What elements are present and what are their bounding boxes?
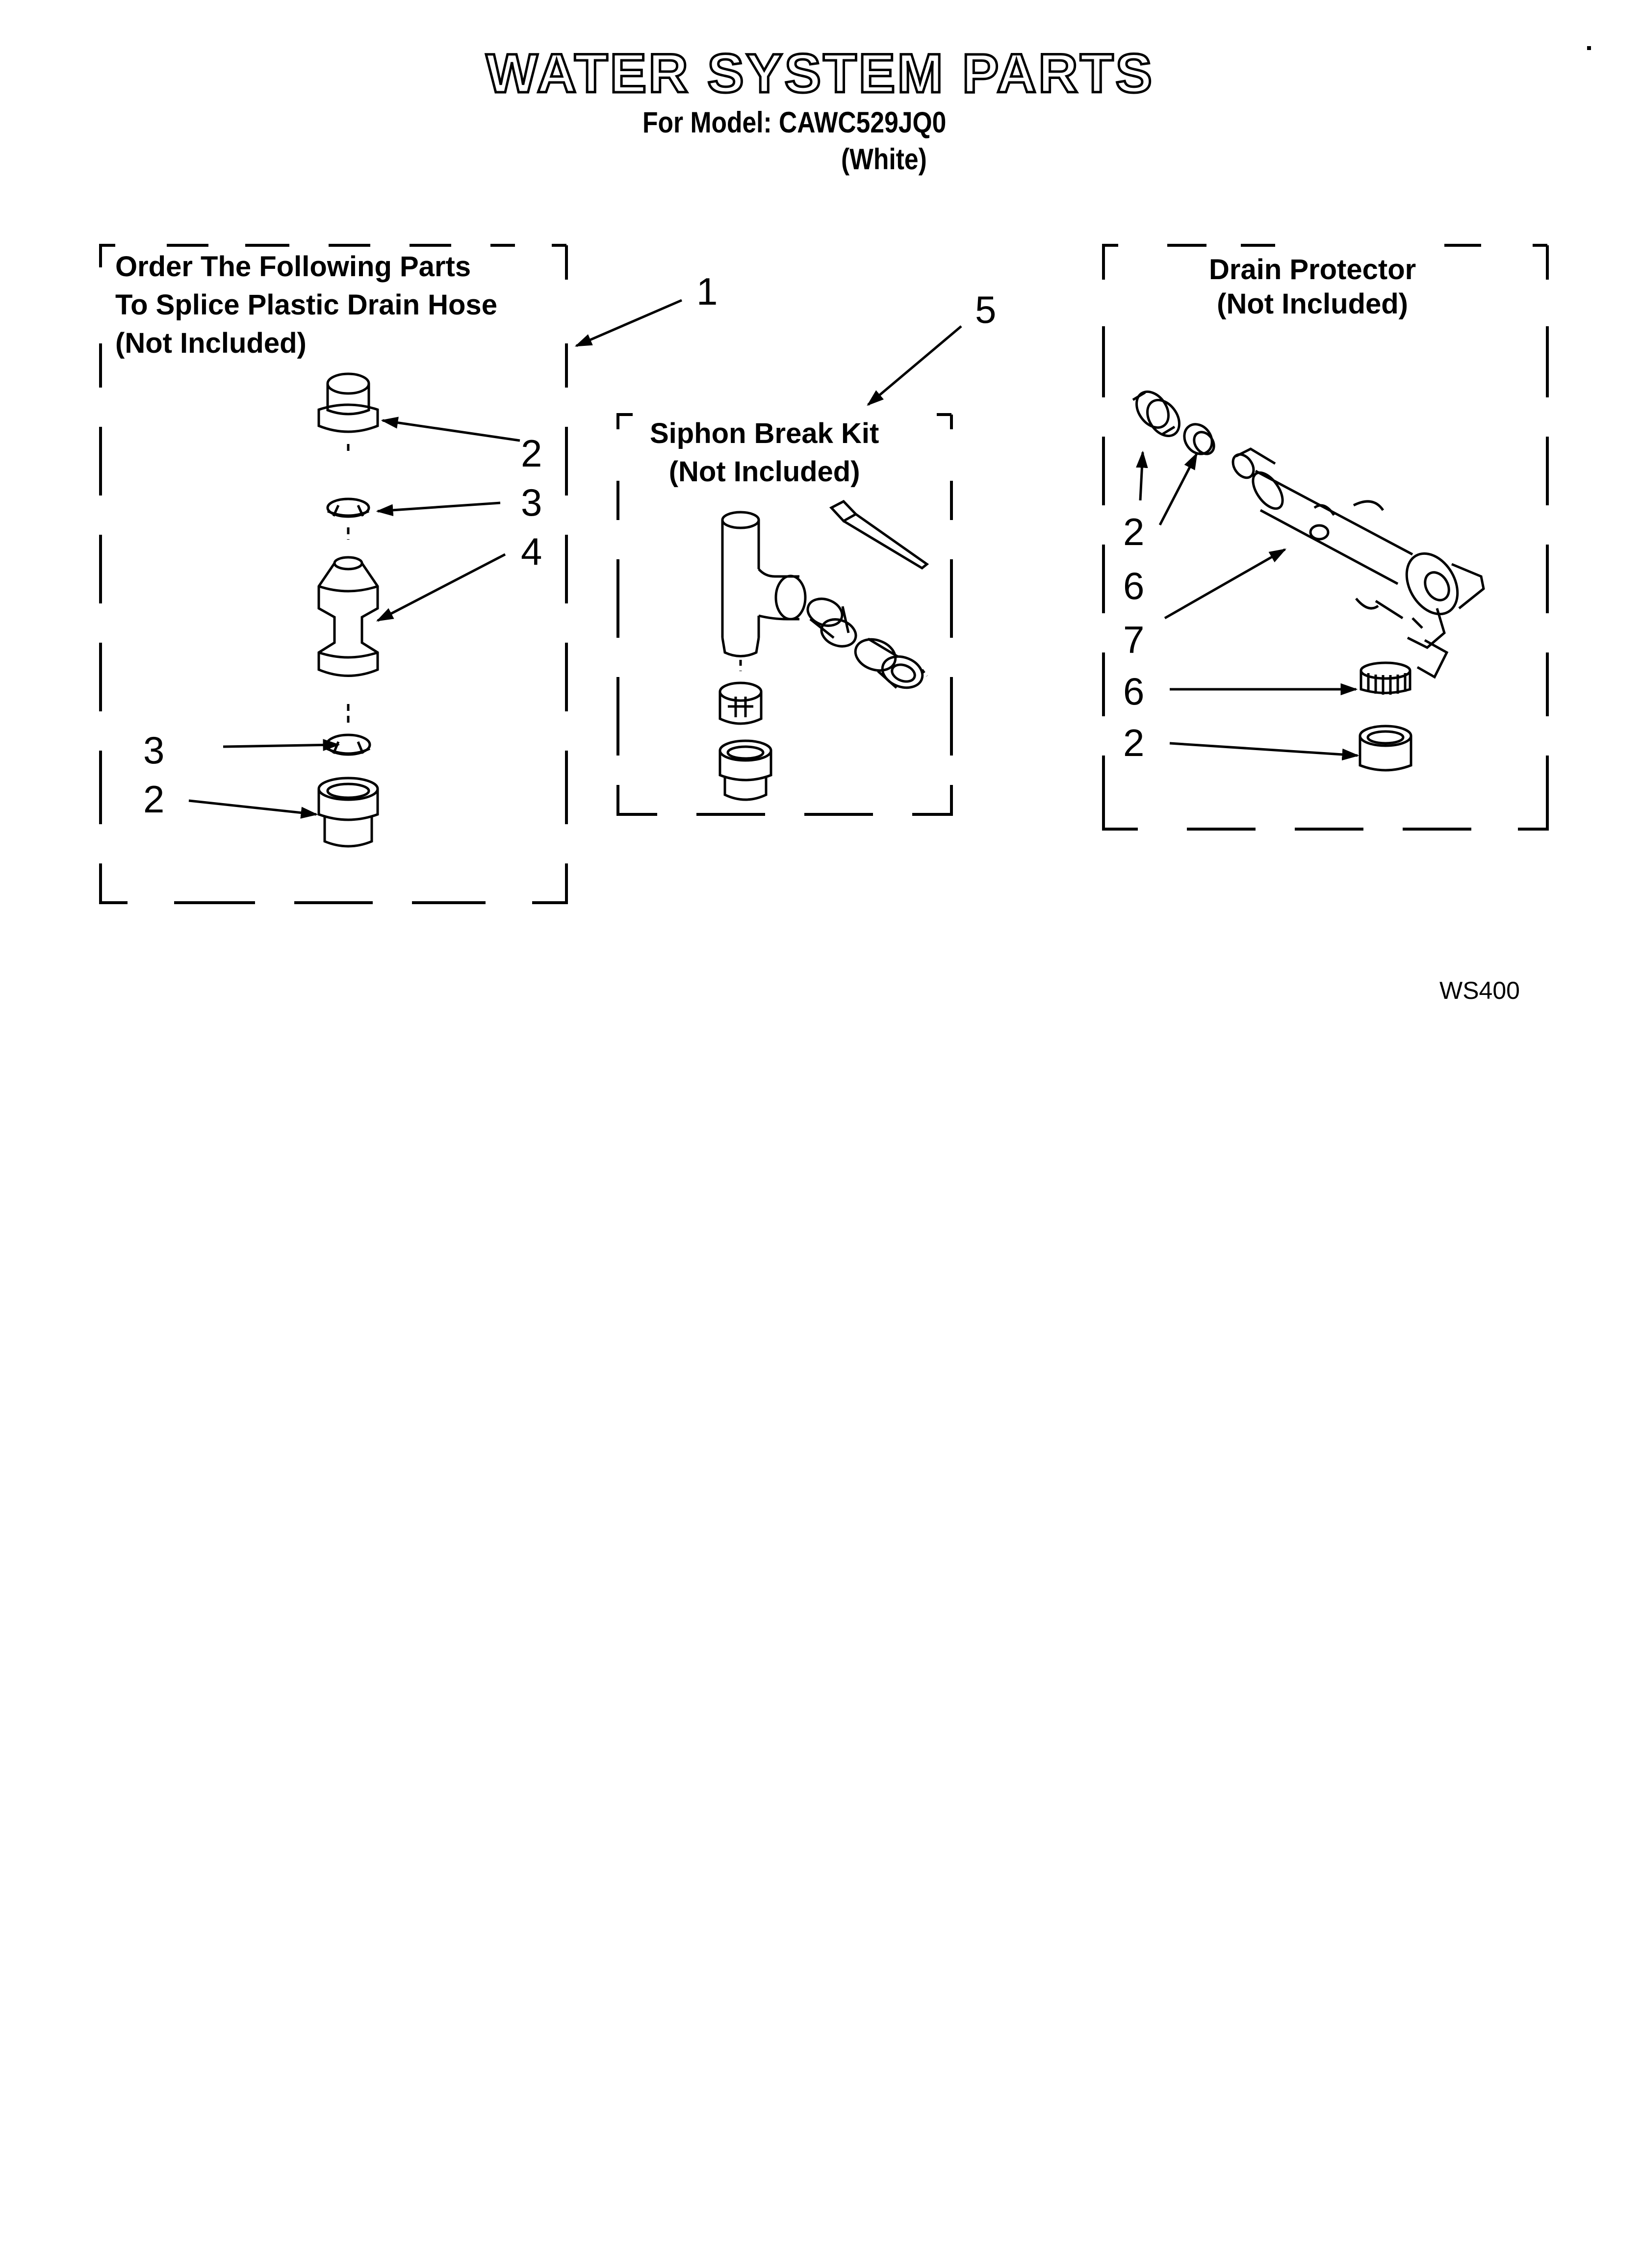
siphon-break-box <box>616 413 953 816</box>
protector-coupling-top <box>1132 391 1180 437</box>
callout-protector-top-coupling: 2 <box>1123 510 1145 553</box>
protector-clamp-bottom <box>1360 661 1411 695</box>
drain-protector-box-label-line: (Not Included) <box>1217 288 1409 320</box>
model-color: (White) <box>841 143 927 176</box>
callout-protector-top-clamp: 6 <box>1123 564 1145 607</box>
siphon-coupling-side <box>854 637 928 689</box>
splice-parts-box <box>99 244 568 904</box>
model-number: For Model: CAWC529JQ0 <box>642 106 947 139</box>
protector-body <box>1232 447 1485 679</box>
corner-mark <box>1587 46 1591 50</box>
callout-splice-top-clamp: 3 <box>521 481 542 524</box>
splice-box-label-line: To Splice Plastic Drain Hose <box>115 289 497 321</box>
diagram-code: WS400 <box>1439 977 1520 1004</box>
callout-splice-bottom-coupling: 2 <box>143 778 165 821</box>
drain-protector-box <box>1102 244 1549 831</box>
callout-splice-kit: 1 <box>696 270 718 313</box>
callout-siphon-kit: 5 <box>975 288 997 331</box>
siphon-coupling-bottom <box>718 739 772 801</box>
callout-protector-bottom-clamp: 6 <box>1123 670 1145 713</box>
page-title: WATER SYSTEM PARTS <box>486 43 1154 104</box>
siphon-clamp-bottom <box>718 681 763 725</box>
callout-splice-top-coupling: 2 <box>521 432 542 475</box>
protector-clamp-top <box>1183 423 1215 455</box>
splice-coupling-bottom <box>317 777 379 848</box>
splice-clamp-top <box>326 497 370 518</box>
drain-protector-box-label-line: Drain Protector <box>1209 254 1416 286</box>
siphon-clamp-side <box>806 598 857 648</box>
siphon-box-label: Siphon Break Kit (Not Included) <box>650 415 879 491</box>
callout-protector-bottom-coupling: 2 <box>1123 721 1145 764</box>
siphon-cable-tie <box>829 499 929 570</box>
splice-coupling-top <box>317 372 379 433</box>
siphon-box-label-line: Siphon Break Kit <box>650 417 879 449</box>
callout-splice-connector: 4 <box>521 530 542 573</box>
splice-box-label-line: Order The Following Parts <box>115 251 471 283</box>
callout-splice-bottom-clamp: 3 <box>143 729 165 772</box>
splice-box-label-line: (Not Included) <box>115 327 307 359</box>
siphon-box-label-line: (Not Included) <box>668 456 860 488</box>
protector-coupling-bottom <box>1359 725 1412 772</box>
leader-lines <box>188 299 1360 819</box>
callout-protector-body: 7 <box>1123 618 1145 661</box>
splice-box-label: Order The Following Parts To Splice Plas… <box>115 248 497 363</box>
drain-protector-box-label: Drain Protector (Not Included) <box>1209 253 1416 321</box>
splice-connector <box>317 556 379 677</box>
siphon-tee-fitting <box>721 511 807 671</box>
